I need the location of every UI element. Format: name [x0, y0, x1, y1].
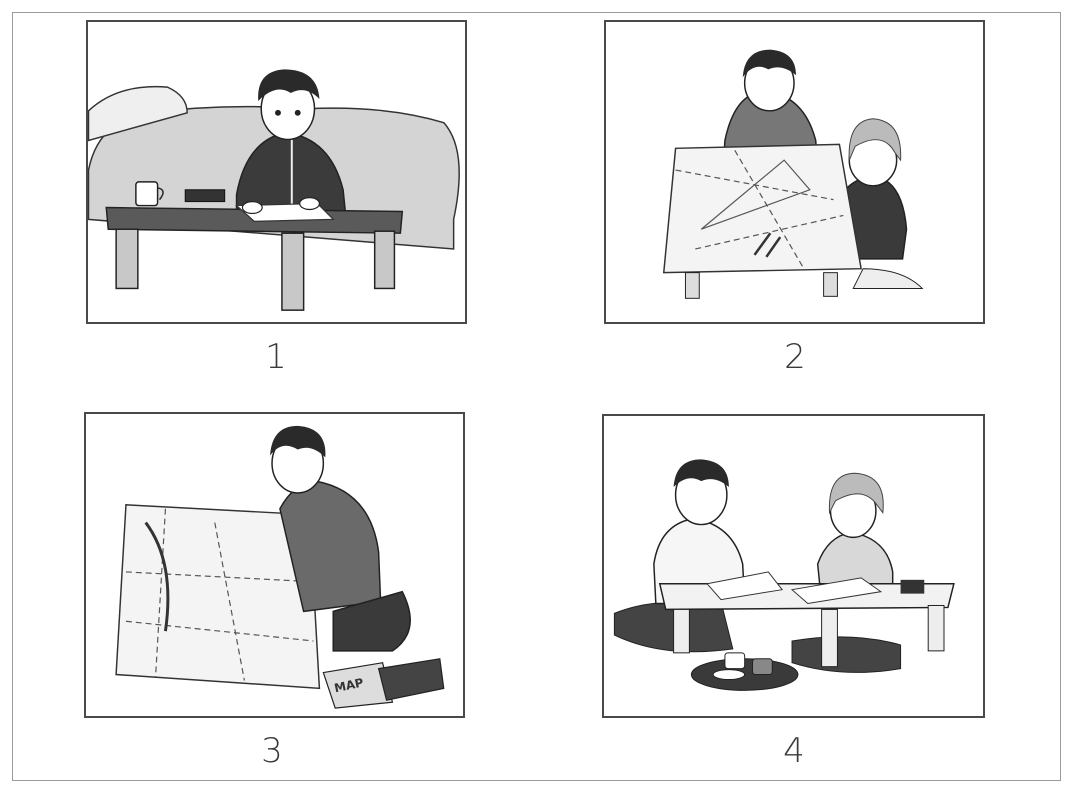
panel-4-number: 4 — [783, 731, 805, 771]
panel-3-number: 3 — [261, 731, 283, 771]
panel-3: MAP — [84, 412, 465, 718]
panel-1-number: 1 — [265, 337, 287, 377]
panel-4 — [602, 414, 985, 718]
panel-1-illustration — [88, 69, 460, 311]
panel-2-illustration — [662, 49, 924, 299]
map-book-text: MAP — [333, 675, 365, 695]
panel-1 — [86, 20, 467, 324]
panel-3-illustration: MAP — [115, 425, 445, 709]
panel-4-illustration — [613, 459, 955, 691]
panel-2-number: 2 — [784, 337, 806, 377]
panel-2 — [604, 20, 985, 324]
